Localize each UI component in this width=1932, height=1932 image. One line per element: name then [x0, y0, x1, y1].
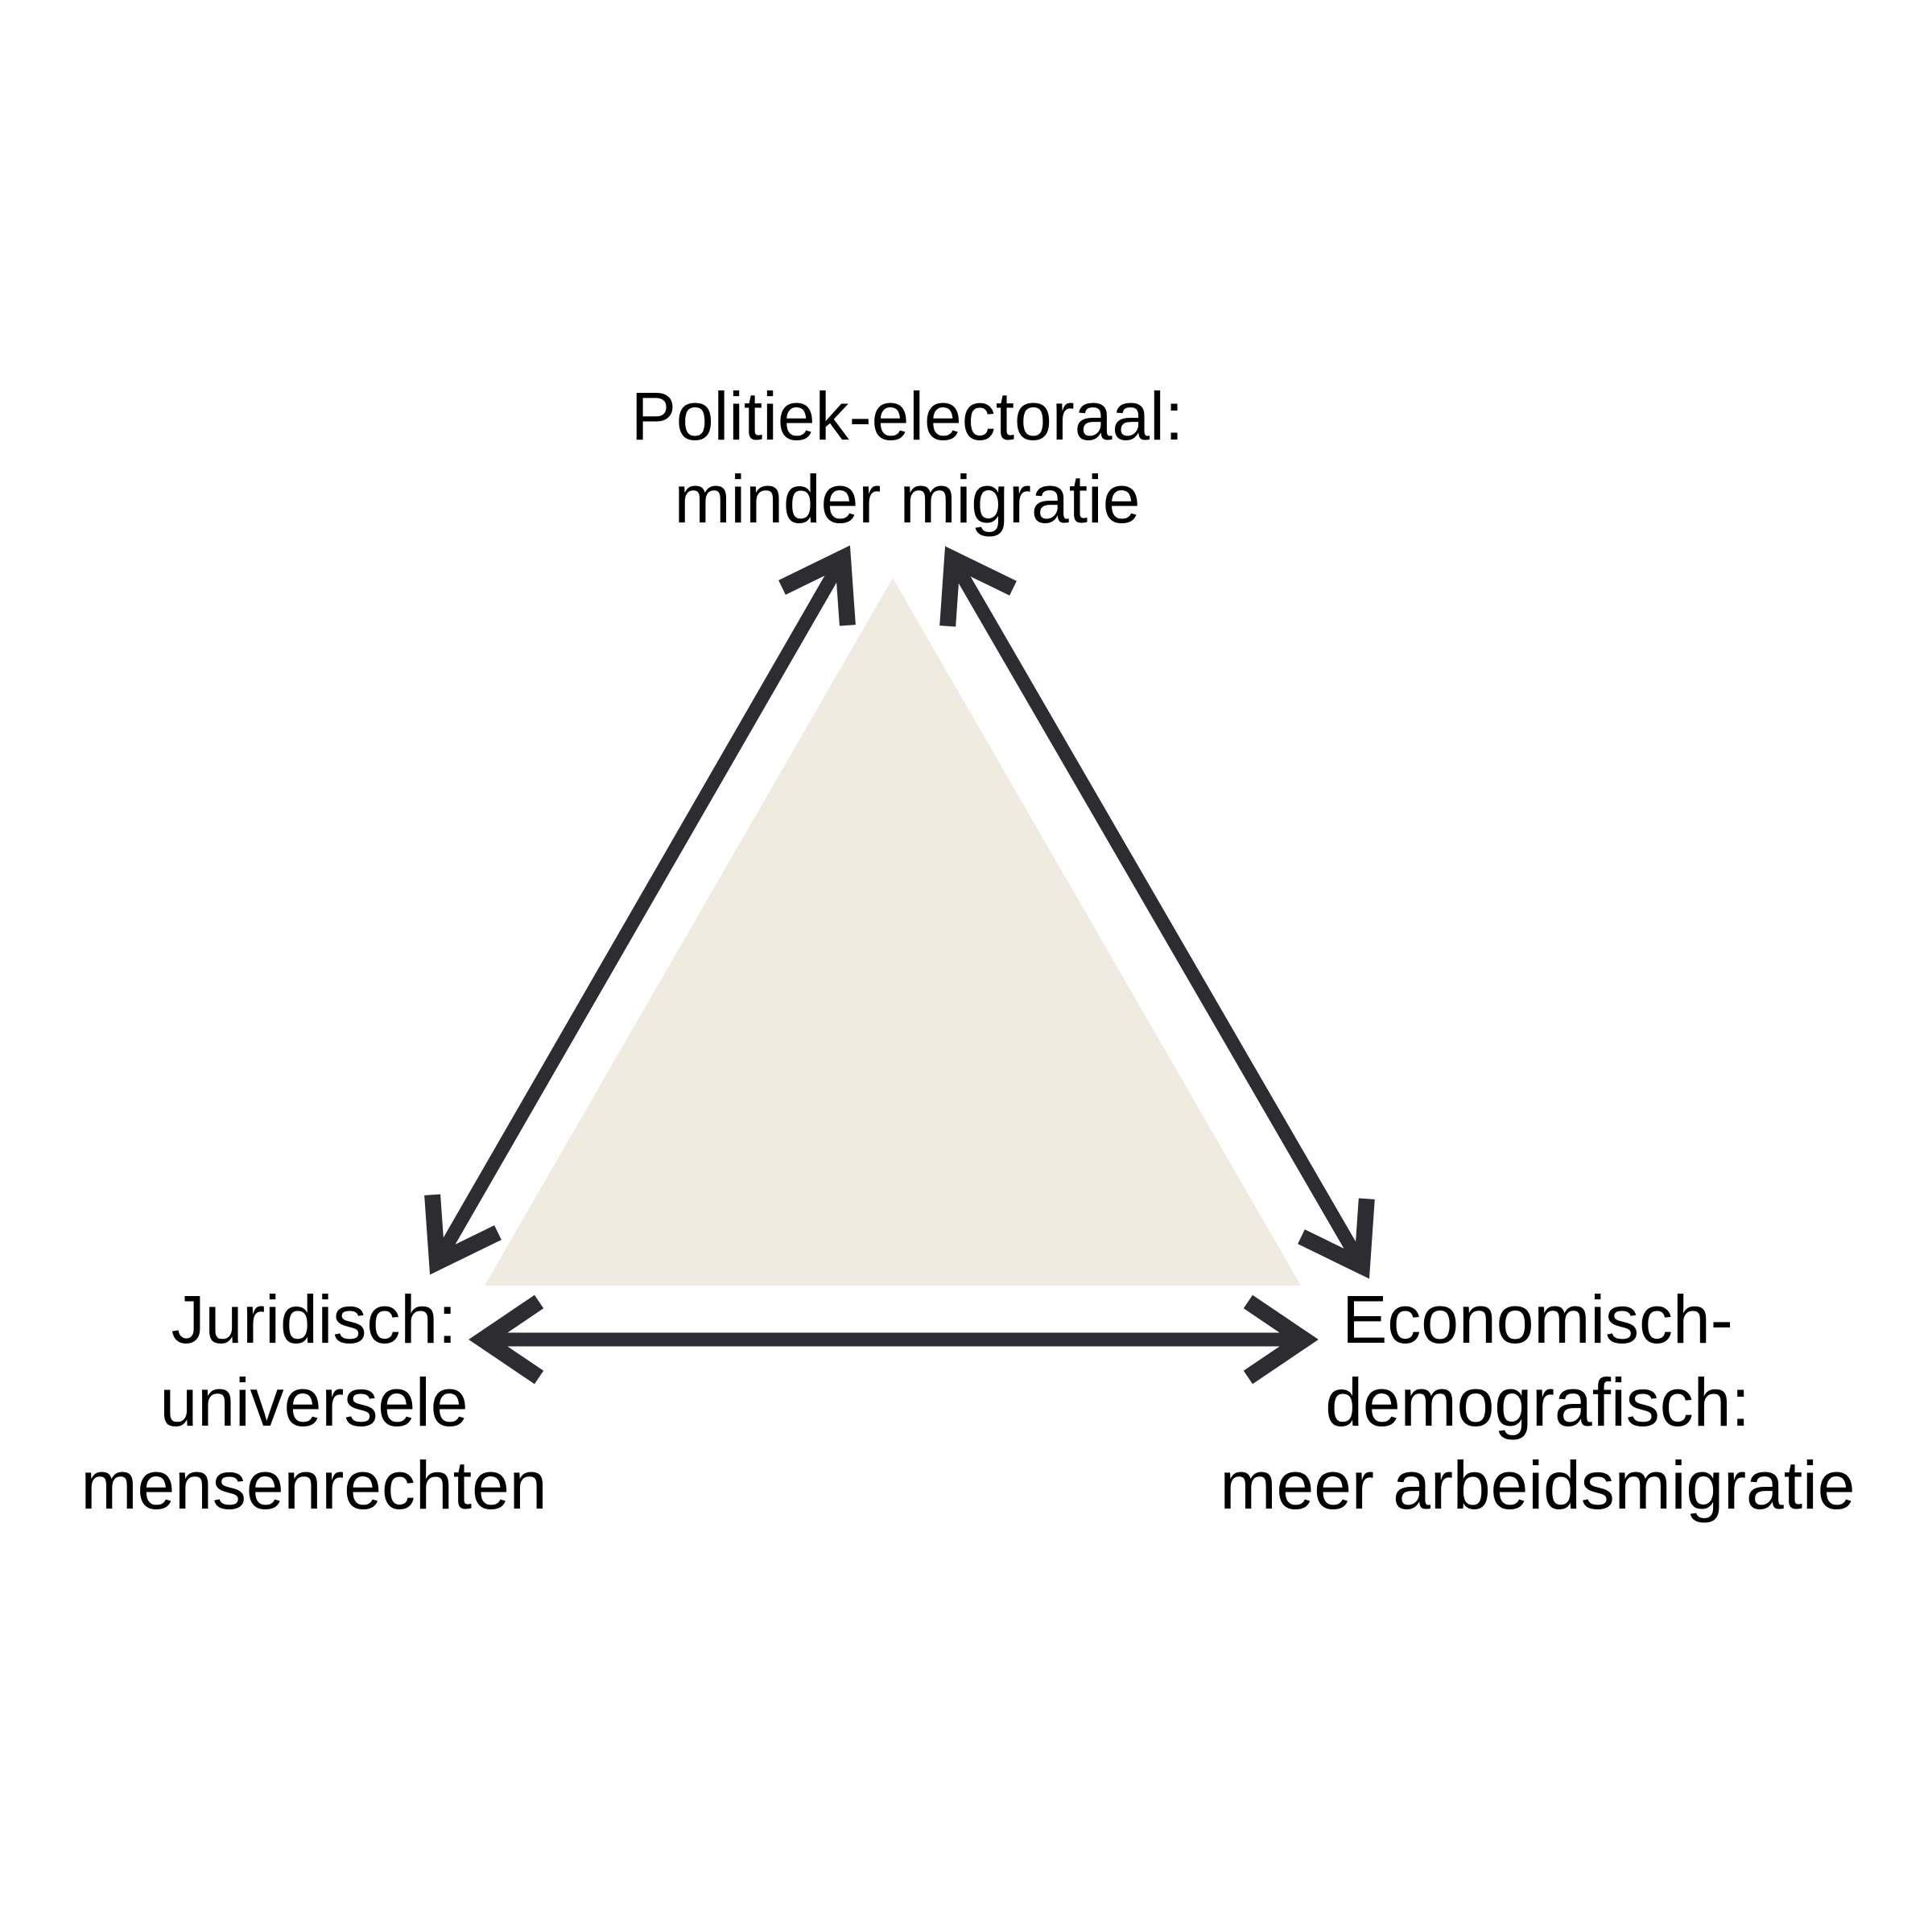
label-line: meer arbeidsmigratie — [1220, 1447, 1856, 1523]
arrow-politiek-economisch — [939, 546, 1375, 1279]
arrow-juridisch-politiek — [424, 545, 856, 1275]
label-line: mensenrechten — [80, 1447, 547, 1523]
label-line: demografisch: — [1325, 1364, 1750, 1440]
arrowhead — [1298, 1198, 1375, 1279]
arrow-shaft — [433, 558, 847, 1262]
node-label-juridisch: Juridisch: universele mensenrechten — [80, 1278, 547, 1527]
arrowhead — [939, 546, 1017, 627]
triangle-shape — [485, 578, 1301, 1286]
label-line: Politiek-electoraal: — [630, 378, 1184, 454]
label-line: Juridisch: — [171, 1282, 457, 1357]
node-label-economisch: Economisch- demografisch: meer arbeidsmi… — [1220, 1278, 1856, 1527]
arrow-shaft — [948, 559, 1366, 1266]
label-line: universele — [159, 1364, 469, 1440]
node-label-politiek: Politiek-electoraal: minder migratie — [631, 375, 1183, 541]
arrowhead — [424, 1194, 502, 1275]
arrowhead — [469, 1294, 544, 1385]
label-line: Economisch- — [1342, 1282, 1733, 1357]
arrowhead — [1243, 1294, 1319, 1385]
label-line: minder migratie — [674, 461, 1141, 537]
arrow-juridisch-economisch — [469, 1294, 1319, 1385]
arrowhead — [778, 545, 856, 626]
